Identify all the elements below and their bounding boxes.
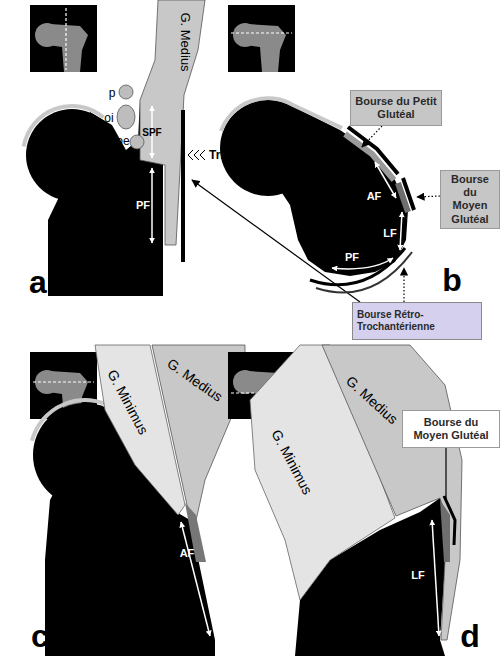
cartilage xyxy=(24,106,104,147)
facet-label: PF xyxy=(345,252,359,263)
bursa-band xyxy=(403,178,414,210)
inset-thumbnail xyxy=(30,5,97,72)
callout-box: Bourse du Petit Glutéal xyxy=(350,90,442,126)
femur-bone xyxy=(280,105,408,276)
facet-label: AF xyxy=(180,548,195,559)
muscle-name: G. Medius xyxy=(344,373,401,426)
callout-box: Bourse du Moyen Glutéal xyxy=(440,170,500,229)
facet-arrow xyxy=(181,522,210,636)
facet-label: SPF xyxy=(142,128,161,138)
muscle-name: G. Minimus xyxy=(105,367,151,436)
structure-abbrev: oi xyxy=(104,112,113,124)
structure-abbrev: oe xyxy=(116,135,129,147)
dotted-leader xyxy=(403,268,404,302)
callout-text: Bourse du Moyen Glutéal xyxy=(407,416,495,442)
structure-abbrev: p xyxy=(109,87,116,99)
bursa-bar xyxy=(181,110,185,262)
facet-label: AF xyxy=(367,191,382,202)
panel-letter: b xyxy=(442,264,462,296)
muscle-name: G. Medius xyxy=(165,356,225,404)
panel-letter: a xyxy=(29,266,47,298)
facet-label: LF xyxy=(411,570,424,581)
gluteus-medius-muscle xyxy=(322,345,462,640)
cartilage xyxy=(221,98,342,131)
cut-plane-line xyxy=(33,381,94,382)
dotted-leader xyxy=(362,126,382,147)
tendon-section xyxy=(119,85,133,99)
cartilage xyxy=(32,400,113,441)
callout-text: Bourse du Moyen Glutéal xyxy=(445,173,495,226)
leader-line xyxy=(445,448,446,500)
cut-plane-line xyxy=(231,32,292,33)
bursa-band xyxy=(444,496,455,545)
muscle-name: G. Minimus xyxy=(269,427,315,496)
bursa-arc xyxy=(310,248,405,285)
callout-box: Bourse du Moyen Glutéal xyxy=(402,410,500,448)
bursa-band xyxy=(348,127,398,174)
facet-label: PF xyxy=(136,200,150,211)
dotted-leader xyxy=(417,196,440,197)
cut-plane-line xyxy=(65,8,66,70)
tendon-section xyxy=(117,105,135,129)
panel-letter: c xyxy=(31,620,49,652)
chevron-pointer xyxy=(188,150,205,160)
facet-arrow xyxy=(432,520,439,636)
facet-arrow xyxy=(400,212,402,250)
tendon-section xyxy=(130,135,144,149)
bursa-arc xyxy=(316,252,412,293)
bursa-abbrev: TrB xyxy=(209,149,229,161)
callout-text: Bourse du Petit Glutéal xyxy=(355,95,437,121)
facet-arrow xyxy=(151,168,153,243)
femur-bone xyxy=(48,100,163,296)
facet-label: LF xyxy=(383,228,396,239)
inset-thumbnail xyxy=(228,5,295,72)
muscle-name: G. Medius xyxy=(179,12,192,71)
facet-arrow xyxy=(332,258,393,269)
panel-letter: d xyxy=(460,620,480,652)
callout-box: Bourse Rétro-Trochantérienne xyxy=(352,302,482,340)
callout-text: Bourse Rétro-Trochantérienne xyxy=(357,309,477,333)
